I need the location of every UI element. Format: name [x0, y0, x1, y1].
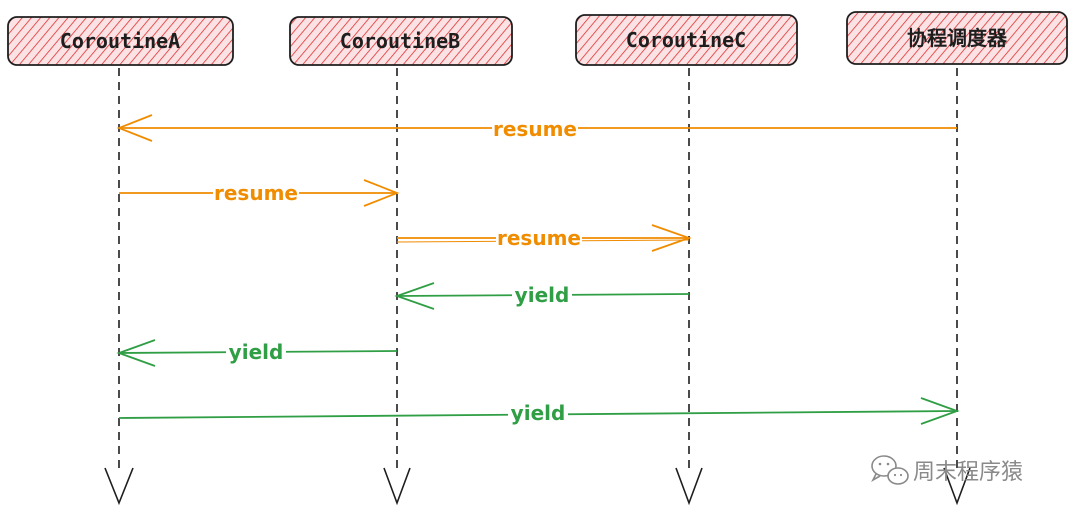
lifeline-scheduler [943, 68, 971, 506]
participant-label: CoroutineC [626, 28, 746, 52]
wechat-icon [871, 455, 909, 485]
watermark: 周末程序猿 [871, 455, 1023, 485]
message-yield-b-to-a: yield [116, 339, 398, 367]
lifeline-coroutine-c [675, 68, 703, 506]
participant-coroutine-c: CoroutineC [575, 14, 798, 66]
message-label: yield [229, 340, 284, 364]
message-label: yield [515, 283, 570, 307]
message-label: resume [214, 181, 298, 205]
message-label: yield [511, 401, 566, 425]
watermark-text: 周末程序猿 [913, 460, 1023, 485]
message-label: resume [497, 226, 581, 250]
message-label: resume [493, 117, 577, 141]
lifeline-coroutine-b [383, 68, 411, 506]
lifeline-coroutine-a [104, 68, 134, 506]
message-yield-c-to-b: yield [394, 282, 690, 310]
participant-label: 协程调度器 [907, 26, 1008, 50]
participant-label: CoroutineB [340, 29, 460, 53]
participant-scheduler: 协程调度器 [846, 11, 1068, 65]
participant-label: CoroutineA [60, 29, 180, 53]
message-resume-a-to-b: resume [119, 179, 400, 207]
message-resume-scheduler-to-a: resume [116, 114, 957, 142]
message-resume-b-to-c: resume [396, 224, 692, 252]
participant-coroutine-b: CoroutineB [289, 16, 513, 66]
message-yield-a-to-scheduler: yield [118, 397, 960, 426]
participant-coroutine-a: CoroutineA [7, 16, 234, 66]
